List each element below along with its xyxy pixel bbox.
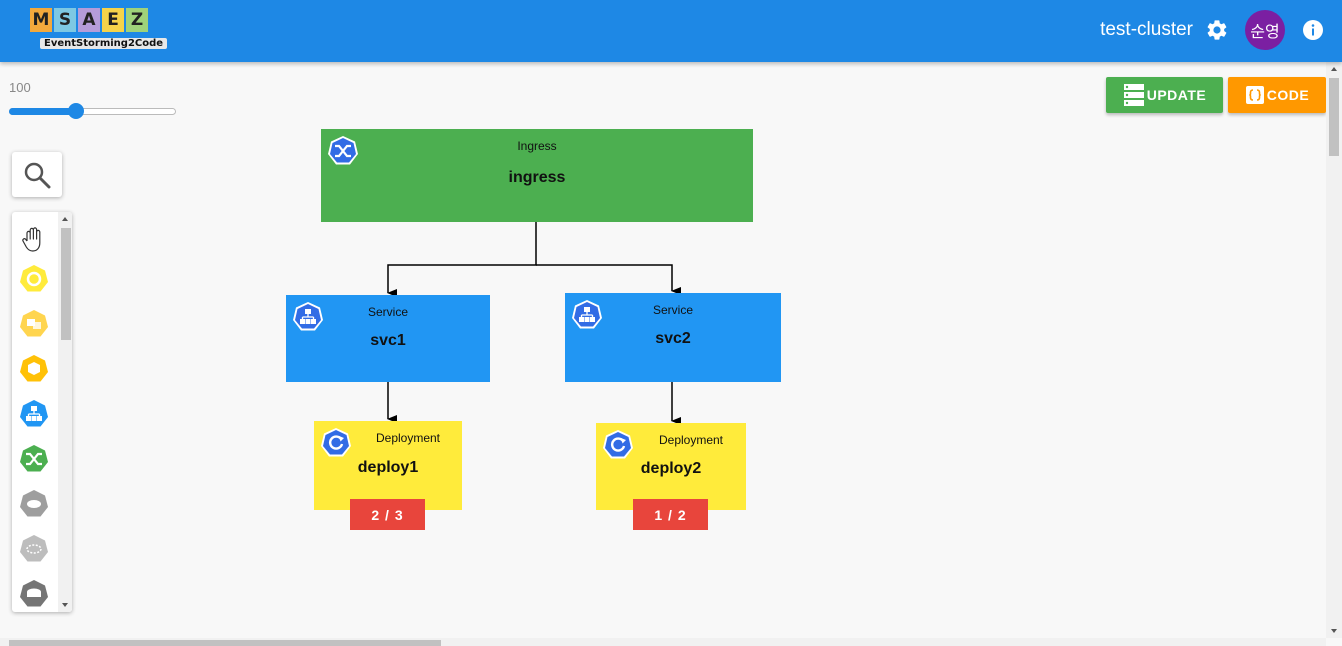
node-kind-label: Service (652, 303, 693, 317)
palette-scroll-thumb[interactable] (61, 228, 71, 340)
search-icon (24, 162, 51, 189)
zoom-slider-fill (9, 108, 76, 115)
node-name-label: ingress (508, 169, 566, 186)
node-name-label: svc2 (655, 330, 691, 347)
pod-icon[interactable] (18, 353, 50, 385)
logo-subtitle: EventStorming2Code (40, 38, 168, 49)
ingress-icon[interactable] (18, 443, 50, 475)
deployment-icon (321, 428, 351, 457)
scroll-down-icon[interactable] (1331, 629, 1337, 633)
deployment-icon (603, 430, 633, 459)
service-icon (293, 302, 323, 331)
logo-letter: S (54, 8, 76, 32)
canvas-vertical-scrollbar[interactable] (1326, 62, 1342, 638)
zoom-slider[interactable] (9, 103, 176, 119)
node-name-label: svc1 (370, 332, 406, 349)
info-icon[interactable] (1301, 18, 1325, 42)
replicaset-icon[interactable] (18, 308, 50, 340)
replica-status-badge: 2 / 3 (350, 499, 425, 530)
app-bar: M S A E Z EventStorming2Code test-cluste… (0, 0, 1342, 62)
node-kind-label: Service (367, 305, 408, 319)
node-kind-label: Ingress (517, 139, 557, 153)
user-avatar[interactable]: 순영 (1245, 10, 1285, 50)
logo-letter: Z (126, 8, 148, 32)
node-name-label: deploy1 (357, 459, 419, 476)
node-ingress[interactable]: Ingress ingress (321, 129, 753, 222)
replica-status-badge: 1 / 2 (633, 499, 708, 530)
ingress-icon (328, 136, 358, 165)
node-kind-label: Deployment (658, 433, 724, 447)
zoom-level-label: 100 (9, 80, 31, 95)
logo-letter: M (30, 8, 52, 32)
code-braces-icon (1245, 86, 1264, 104)
search-button[interactable] (12, 152, 62, 197)
edge-ingress-svc1[interactable] (387, 222, 537, 297)
scroll-up-icon[interactable] (62, 217, 68, 221)
persistent-volume-icon[interactable] (18, 488, 50, 520)
node-name-label: deploy2 (640, 460, 702, 477)
node-svc1[interactable]: Service svc1 (286, 295, 490, 382)
canvas-horizontal-scrollbar[interactable] (0, 638, 1326, 646)
cluster-name[interactable]: test-cluster (1100, 19, 1193, 40)
code-button[interactable]: CODE (1228, 77, 1326, 113)
code-button-label: CODE (1266, 87, 1310, 103)
zoom-slider-thumb[interactable] (67, 103, 84, 119)
deployment-icon[interactable] (18, 263, 50, 295)
palette-scrollbar[interactable] (58, 212, 72, 612)
msaez-logo[interactable]: M S A E Z EventStorming2Code (30, 8, 168, 54)
scroll-up-icon[interactable] (1331, 67, 1337, 71)
persistent-volume-claim-icon[interactable] (18, 533, 50, 565)
update-button[interactable]: UPDATE (1106, 77, 1223, 113)
horizontal-scroll-thumb[interactable] (9, 640, 441, 646)
scroll-down-icon[interactable] (62, 603, 68, 607)
element-palette (12, 212, 72, 612)
update-button-label: UPDATE (1146, 87, 1207, 103)
gear-icon[interactable] (1205, 18, 1229, 42)
logo-letter: A (78, 8, 100, 32)
hand-tool-icon[interactable] (18, 224, 50, 256)
edge-ingress-svc2[interactable] (536, 264, 681, 295)
logo-letter: E (102, 8, 124, 32)
vertical-scroll-thumb[interactable] (1329, 78, 1339, 156)
server-icon (1123, 84, 1144, 106)
node-kind-label: Deployment (375, 431, 441, 445)
node-svc2[interactable]: Service svc2 (565, 293, 781, 382)
storage-class-icon[interactable] (18, 578, 50, 610)
service-icon[interactable] (18, 398, 50, 430)
service-icon (572, 300, 602, 329)
node-deploy2[interactable]: Deployment deploy2 (596, 423, 746, 510)
node-deploy1[interactable]: Deployment deploy1 (314, 421, 462, 510)
